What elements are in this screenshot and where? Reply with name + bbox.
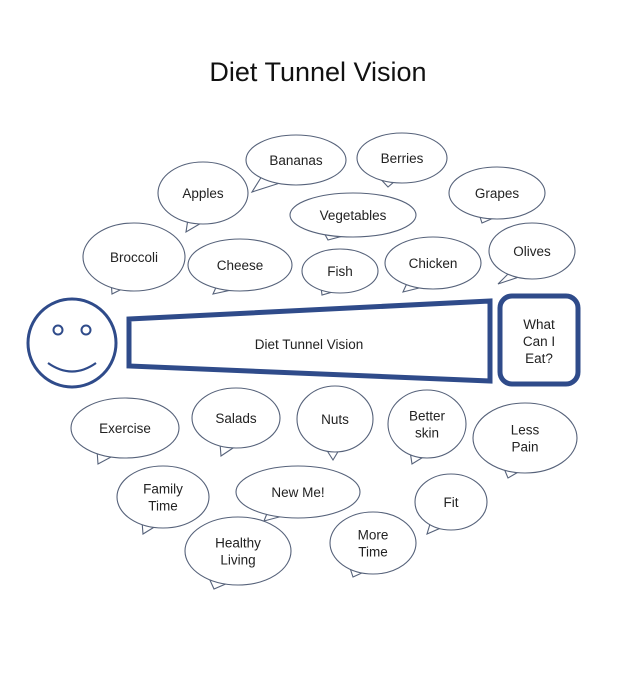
speech-bubble-fill <box>490 224 574 278</box>
right-eye <box>80 324 92 336</box>
bubble-label: Berries <box>381 151 424 166</box>
speech-bubble-new-me: New Me! <box>235 465 361 522</box>
bubble-label: Pain <box>511 440 538 455</box>
bubble-label: Bananas <box>269 153 323 168</box>
bubble-label: Better <box>409 409 446 424</box>
bubble-label: New Me! <box>271 485 324 500</box>
speech-bubble-fill <box>72 399 178 457</box>
bubble-label: Vegetables <box>320 208 387 223</box>
speech-bubble-cheese: Cheese <box>187 238 293 295</box>
bubble-label: Grapes <box>475 186 520 201</box>
question-line-3: Eat? <box>525 351 553 366</box>
diagram-title: Diet Tunnel Vision <box>209 57 426 87</box>
bubble-label: Fish <box>327 264 353 279</box>
bubble-label: skin <box>415 426 439 441</box>
speech-bubble-apples: Apples <box>157 161 249 234</box>
speech-bubble-fill <box>386 238 480 288</box>
question-line-1: What <box>523 317 555 332</box>
speech-bubble-fill <box>416 475 486 529</box>
speech-bubble-olives: Olives <box>488 222 576 285</box>
speech-bubble-chicken: Chicken <box>384 236 482 293</box>
speech-bubble-grapes: Grapes <box>448 166 546 224</box>
speech-bubble-nuts: Nuts <box>296 385 374 462</box>
speech-bubble-fill <box>193 389 279 447</box>
bubble-label: Family <box>143 482 183 497</box>
bubble-label: Time <box>358 545 388 560</box>
question-line-2: Can I <box>523 334 555 349</box>
bubble-label: Fit <box>444 495 459 510</box>
tunnel-outline <box>126 298 493 384</box>
bubble-label: Healthy <box>215 536 261 551</box>
smiley-face-icon <box>26 297 118 389</box>
speech-bubble-fill <box>298 387 372 451</box>
speech-bubble-salads: Salads <box>191 387 281 457</box>
speech-bubble-fill <box>118 467 208 527</box>
face-outline <box>26 297 118 389</box>
bubble-label: Exercise <box>99 421 151 436</box>
bubble-label: More <box>358 528 389 543</box>
speech-bubble-exercise: Exercise <box>70 397 180 465</box>
speech-bubble-fill <box>331 513 415 573</box>
speech-bubble-fill <box>358 134 446 182</box>
speech-bubble-fill <box>303 250 377 292</box>
speech-bubble-fish: Fish <box>301 248 379 296</box>
bubble-label: Olives <box>513 244 551 259</box>
speech-bubble-fill <box>237 467 359 517</box>
tunnel-label: Diet Tunnel Vision <box>255 337 364 352</box>
speech-bubble-fill <box>247 136 345 184</box>
speech-bubble-fill <box>474 404 576 472</box>
bubble-label: Time <box>148 499 178 514</box>
speech-bubble-fill <box>389 391 465 457</box>
speech-bubble-fill <box>189 240 291 290</box>
speech-bubble-fill <box>186 518 290 584</box>
speech-bubble-fill <box>84 224 184 290</box>
bubble-label: Nuts <box>321 412 349 427</box>
speech-bubble-bananas: Bananas <box>245 134 347 193</box>
left-eye <box>52 324 64 336</box>
bubble-label: Broccoli <box>110 250 158 265</box>
tunnel-shape: Diet Tunnel Vision <box>126 298 493 384</box>
speech-bubble-vegetables: Vegetables <box>289 192 417 241</box>
speech-bubble-broccoli: Broccoli <box>82 222 186 295</box>
speech-bubble-berries: Berries <box>356 132 448 188</box>
speech-bubble-better-skin: Better skin <box>387 389 467 465</box>
speech-bubble-fit: Fit <box>414 473 488 535</box>
question-box-outline <box>497 293 581 387</box>
bubble-label: Living <box>220 553 255 568</box>
bubble-label: Chicken <box>409 256 458 271</box>
smile <box>47 362 97 373</box>
question-box: What Can I Eat? <box>497 293 581 387</box>
speech-bubble-fill <box>291 194 415 236</box>
speech-bubble-fill <box>450 168 544 218</box>
bubble-label: Cheese <box>217 258 264 273</box>
bubble-label: Salads <box>215 411 257 426</box>
bubble-label: Apples <box>182 186 224 201</box>
bubble-label: Less <box>511 423 540 438</box>
speech-bubble-fill <box>159 163 247 223</box>
